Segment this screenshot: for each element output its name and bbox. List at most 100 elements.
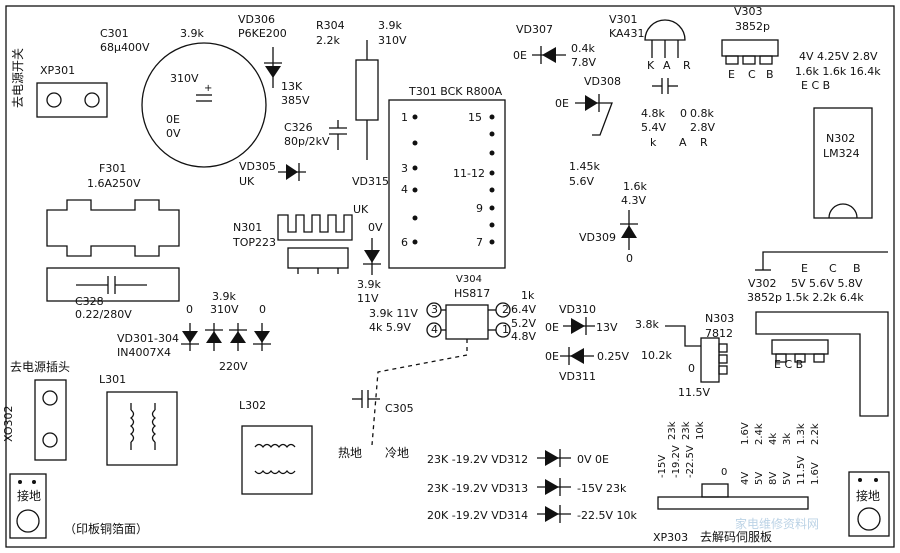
label-pin7: 7 [476,236,483,249]
label-vd309-v1: 1.6k [623,180,647,193]
label-r313-v: -15V 23k [577,482,627,495]
label-vd307-v2: 7.8V [571,56,596,69]
xp301-connector [36,82,108,118]
label-layer: C30168μ400V3.9k310V0E0VVD306P6KE20013K38… [2,5,881,544]
c328-capacitor [46,267,180,302]
label-c301-v4: 0V [166,127,181,140]
label-n303-v3: 0 [688,362,695,375]
label-vd307-0e: 0E [513,49,527,62]
label-v302-b: B [853,262,861,275]
label-cold: 冷地 [385,446,409,460]
label-v302-r: 1.5k 2.2k 6.4k [785,291,864,304]
vd308-diode [575,94,613,136]
label-kar-k: K [647,59,655,72]
label-vd307-v1: 0.4k [571,42,595,55]
label-v301-c3: R [700,136,708,149]
label-v301-c1: 0.8k [690,107,714,120]
label-gnd-l: 接地 [17,488,41,503]
label-d-v220: 220V [219,360,248,373]
vd310-diode [563,317,595,335]
label-c326-val: 80p/2kV [284,135,330,148]
vd312-diode [537,449,571,467]
label-r304-v2: 310V [378,34,407,47]
label-hs-l2: 4k 5.9V [369,321,411,334]
label-vd306: VD306 [238,13,275,26]
label-xp-c13: 2.2k [810,423,821,445]
label-xp-c5: -19.2V [671,445,682,478]
r304-resistor [355,40,379,160]
v304-hs817 [426,302,511,340]
label-r304-val: 2.2k [316,34,340,47]
label-vd306-v1: 13K [281,80,303,93]
label-n303-v1: 3.8k [635,318,659,331]
label-xp-c16: 8V [768,472,779,485]
vd314-diode [537,505,571,523]
label-hs-p1: 1 [502,323,509,336]
label-vd309: VD309 [579,231,616,244]
label-v303-ecb: E C B [801,79,830,92]
label-kar-r: R [683,59,691,72]
label-top223: TOP223 [232,236,276,249]
label-v303-r: 1.6k 1.6k 16.4k [795,65,881,78]
label-xp301: XP301 [40,64,75,77]
label-hs817: HS817 [454,287,490,300]
label-vd311: VD311 [559,370,596,383]
label-n303-v4: 11.5V [678,386,710,399]
label-watermark: 家电维修资料网 [735,516,819,531]
xo302-connector [34,379,67,461]
l302-inductor [241,425,313,495]
label-hot: 热地 [338,446,362,460]
label-xp-c14: 4V [740,472,751,485]
label-vd311-v: 0.25V [597,350,629,363]
label-xp-c17: 5V [782,472,793,485]
label-n303: N303 [705,312,734,325]
label-v301-a2: A [679,136,687,149]
label-vd306-v2: 385V [281,94,310,107]
vd305-diode [278,163,306,181]
label-pwr-plug: 去电源插头 [10,360,70,374]
label-pin1112: 11-12 [453,167,485,180]
label-vd308-v2: 5.6V [569,175,594,188]
label-hs-p4: 4 [431,323,438,336]
label-d-v1: 3.9k [212,290,236,303]
v301-ka431 [644,19,686,94]
xp303-connector [657,483,809,510]
label-c326: C326 [284,121,313,134]
label-t301: T301 BCK R800A [408,85,503,98]
label-xo302: XO302 [2,406,15,443]
vd315-diode [363,238,381,275]
c305-capacitor [352,390,380,408]
label-ka431: KA431 [609,27,645,40]
label-xp-c18: 11.5V [796,456,807,485]
label-pin9: 9 [476,202,483,215]
l301-inductor [106,391,178,466]
label-n301-v2: 11V [357,292,379,305]
bridge-diodes [181,323,271,351]
label-xp-c15: 5V [754,472,765,485]
label-hs-r1: 6.4V [511,303,536,316]
label-xp-c4: -15V [657,455,668,478]
label-n301: N301 [233,221,262,234]
label-kar-a: A [663,59,671,72]
label-f301: F301 [99,162,126,175]
label-hs-r2: 5.2V [511,317,536,330]
label-vd310: VD310 [559,303,596,316]
label-d-v0b: 0 [259,303,266,316]
label-xp-c19: 1.6V [810,462,821,485]
f301-fuse [46,199,180,257]
label-r314-v: -22.5V 10k [577,509,637,522]
label-r312-v: 0V 0E [577,453,609,466]
label-r304: R304 [316,19,345,32]
label-c301: C301 [100,27,129,40]
c326-capacitor [329,120,347,150]
label-v301-c2: 2.8V [690,121,715,134]
label-v302-e: E [801,262,808,275]
label-vd307: VD307 [516,23,553,36]
label-r312: 23K -19.2V VD312 [427,453,528,466]
label-c301-v1: 3.9k [180,27,204,40]
label-xp-c9: 2.4k [754,423,765,445]
label-xp-c6: -22.5V [685,445,696,478]
n301-top223 [277,214,353,274]
v302-bracket [755,251,888,271]
